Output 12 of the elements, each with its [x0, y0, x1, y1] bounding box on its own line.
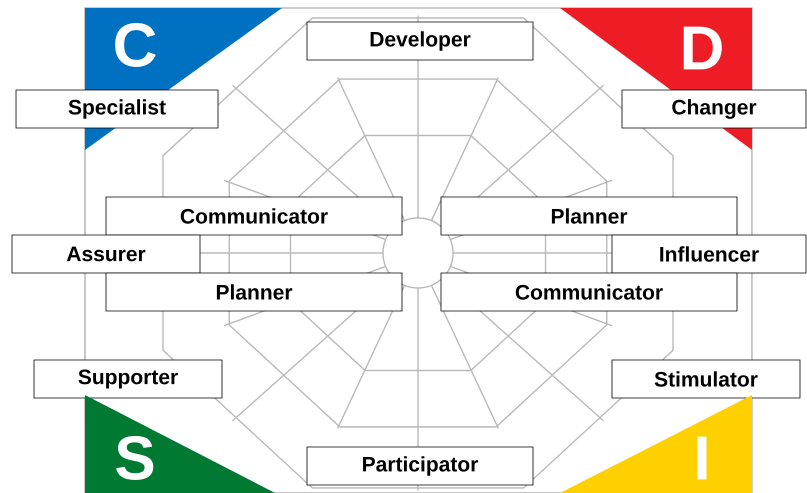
corner-triangle: S: [85, 394, 275, 493]
corner-triangle: I: [560, 394, 752, 493]
label-box: Participator: [306, 446, 534, 486]
label-box: Changer: [622, 90, 806, 128]
label-box: Influencer: [612, 234, 806, 274]
label-box: Planner: [440, 196, 738, 236]
label-box: Stimulator: [612, 360, 800, 398]
label-box: Communicator: [440, 272, 738, 312]
label-box: Supporter: [34, 360, 222, 398]
label-box: Specialist: [16, 90, 218, 128]
label-box: Assurer: [12, 234, 200, 274]
label-box: Developer: [306, 22, 534, 60]
